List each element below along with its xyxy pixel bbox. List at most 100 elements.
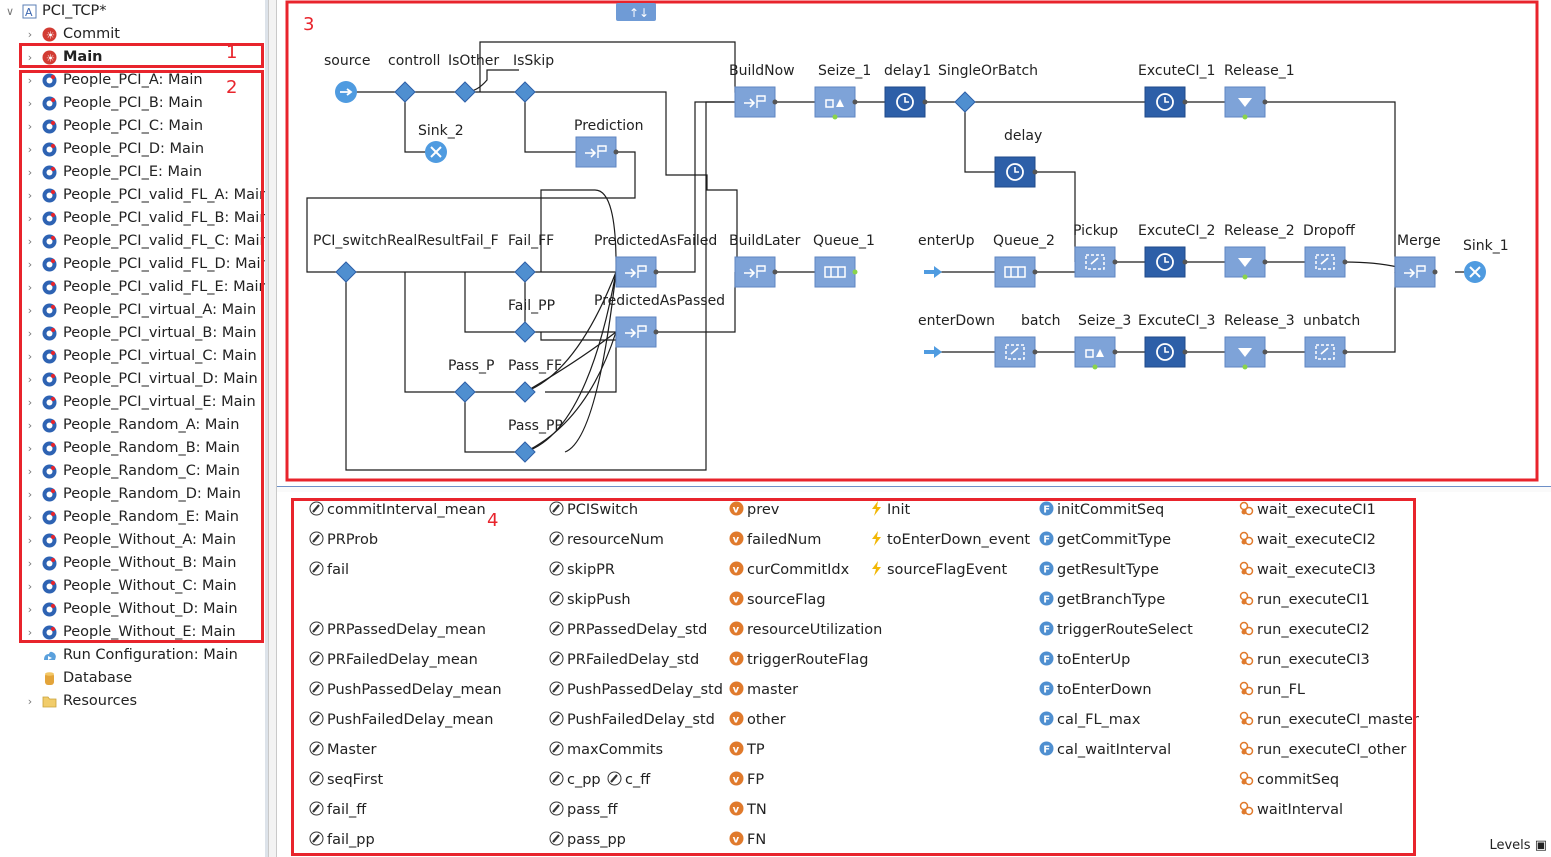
block-release1[interactable]: Release_1 — [1224, 63, 1295, 120]
block-unbatch[interactable]: unbatch — [1303, 313, 1360, 368]
block-failpp[interactable]: Fail_PP — [508, 298, 555, 343]
block-release2[interactable]: Release_2 — [1224, 223, 1295, 280]
tree-item-agent[interactable]: ›People_Random_A: Main — [0, 414, 265, 437]
element-param[interactable]: PushFailedDelay_std — [549, 709, 715, 731]
element-param[interactable]: PRFailedDelay_mean — [309, 649, 478, 671]
tree-item-agent[interactable]: ›People_PCI_B: Main — [0, 92, 265, 115]
tree-item-agent[interactable]: ›People_PCI_virtual_E: Main — [0, 391, 265, 414]
element-event[interactable]: Init — [869, 499, 910, 521]
chevron-right-icon[interactable]: › — [27, 557, 33, 570]
tree-item-root[interactable]: ∨ A PCI_TCP* — [0, 0, 265, 23]
tree-item-agent[interactable]: ›People_PCI_valid_FL_B: Main — [0, 207, 269, 230]
tree-item-agent[interactable]: ›People_Without_D: Main — [0, 598, 265, 621]
element-param[interactable]: c_pp — [549, 769, 601, 791]
element-param[interactable]: fail_ff — [309, 799, 366, 821]
tree-item-agent[interactable]: ›People_PCI_valid_FL_A: Main — [0, 184, 268, 207]
tree-item-run-config[interactable]: Run Configuration: Main — [0, 644, 265, 667]
element-param[interactable]: PRFailedDelay_std — [549, 649, 699, 671]
chevron-down-icon[interactable]: ∨ — [5, 5, 15, 18]
tree-item-agent[interactable]: ›People_PCI_D: Main — [0, 138, 265, 161]
element-param[interactable]: commitInterval_mean — [309, 499, 486, 521]
element-coll[interactable]: wait_executeCI1 — [1239, 499, 1376, 521]
element-event[interactable]: toEnterDown_event — [869, 529, 1030, 551]
element-param[interactable]: PCISwitch — [549, 499, 638, 521]
element-param[interactable]: maxCommits — [549, 739, 663, 761]
block-predfailed[interactable]: PredictedAsFailed — [594, 233, 717, 288]
tree-item-agent[interactable]: ›People_Random_E: Main — [0, 506, 265, 529]
element-param[interactable]: fail — [309, 559, 349, 581]
block-excuteci3[interactable]: ExcuteCI_3 — [1138, 313, 1215, 368]
block-enterdown[interactable]: enterDown — [918, 313, 995, 358]
chevron-right-icon[interactable]: › — [27, 327, 33, 340]
element-param[interactable]: skipPR — [549, 559, 615, 581]
tree-item-agent[interactable]: ›People_Without_A: Main — [0, 529, 265, 552]
chevron-right-icon[interactable]: › — [27, 488, 33, 501]
element-param[interactable]: fail_pp — [309, 829, 375, 851]
tree-item-agent[interactable]: ›People_PCI_virtual_D: Main — [0, 368, 265, 391]
block-failff[interactable]: Fail_FF — [508, 233, 554, 283]
chevron-right-icon[interactable]: › — [27, 51, 33, 64]
block-source[interactable]: source — [324, 53, 371, 103]
element-param[interactable]: skipPush — [549, 589, 631, 611]
chevron-right-icon[interactable]: › — [27, 350, 33, 363]
tree-item-agent[interactable]: ›People_PCI_valid_FL_E: Main — [0, 276, 268, 299]
block-seize3[interactable]: Seize_3 — [1074, 313, 1131, 370]
chevron-right-icon[interactable]: › — [27, 235, 33, 248]
element-param[interactable]: PRPassedDelay_std — [549, 619, 707, 641]
block-queue1[interactable]: Queue_1 — [813, 233, 875, 288]
chevron-right-icon[interactable]: › — [27, 189, 33, 202]
chevron-right-icon[interactable]: › — [27, 580, 33, 593]
tree-item-agent[interactable]: ›People_Random_D: Main — [0, 483, 265, 506]
panel-splitter[interactable] — [268, 0, 277, 857]
chevron-right-icon[interactable]: › — [27, 511, 33, 524]
element-event[interactable]: sourceFlagEvent — [869, 559, 1007, 581]
block-prediction[interactable]: Prediction — [574, 118, 644, 168]
element-coll[interactable]: run_executeCI_master — [1239, 709, 1419, 731]
chevron-right-icon[interactable]: › — [27, 442, 33, 455]
block-release3[interactable]: Release_3 — [1224, 313, 1295, 370]
chevron-right-icon[interactable]: › — [27, 695, 33, 708]
element-param[interactable]: resourceNum — [549, 529, 664, 551]
element-param[interactable]: PushFailedDelay_mean — [309, 709, 493, 731]
tree-item-agent[interactable]: ›People_PCI_A: Main — [0, 69, 265, 92]
block-controll[interactable]: controll — [388, 53, 440, 103]
element-coll[interactable]: wait_executeCI2 — [1239, 529, 1376, 551]
element-param[interactable]: Master — [309, 739, 377, 761]
block-queue2[interactable]: Queue_2 — [993, 233, 1055, 288]
block-merge[interactable]: Merge — [1394, 233, 1441, 288]
tree-item-main[interactable]: › ☀ Main — [0, 46, 265, 69]
chevron-right-icon[interactable]: › — [27, 281, 33, 294]
chevron-right-icon[interactable]: › — [27, 304, 33, 317]
tree-item-agent[interactable]: ›People_Random_C: Main — [0, 460, 265, 483]
element-param[interactable]: pass_ff — [549, 799, 617, 821]
element-param[interactable]: seqFirst — [309, 769, 383, 791]
tree-item-agent[interactable]: ›People_PCI_virtual_A: Main — [0, 299, 265, 322]
chevron-right-icon[interactable]: › — [27, 97, 33, 110]
tree-item-database[interactable]: Database — [0, 667, 265, 690]
block-pickup[interactable]: Pickup — [1073, 223, 1118, 278]
tree-item-agent[interactable]: ›People_Without_C: Main — [0, 575, 265, 598]
block-sink2[interactable]: Sink_2 — [418, 123, 464, 163]
block-sink1[interactable]: Sink_1 — [1463, 238, 1509, 283]
chevron-right-icon[interactable]: › — [27, 419, 33, 432]
element-param[interactable]: PushPassedDelay_mean — [309, 679, 502, 701]
block-isskip[interactable]: IsSkip — [513, 53, 554, 103]
chevron-right-icon[interactable]: › — [27, 465, 33, 478]
element-param[interactable]: c_ff — [607, 769, 650, 791]
element-coll[interactable]: run_executeCI1 — [1239, 589, 1370, 611]
tree-item-agent[interactable]: ›People_Without_E: Main — [0, 621, 265, 644]
element-coll[interactable]: wait_executeCI3 — [1239, 559, 1376, 581]
tree-item-agent[interactable]: ›People_PCI_E: Main — [0, 161, 265, 184]
chevron-right-icon[interactable]: › — [27, 373, 33, 386]
